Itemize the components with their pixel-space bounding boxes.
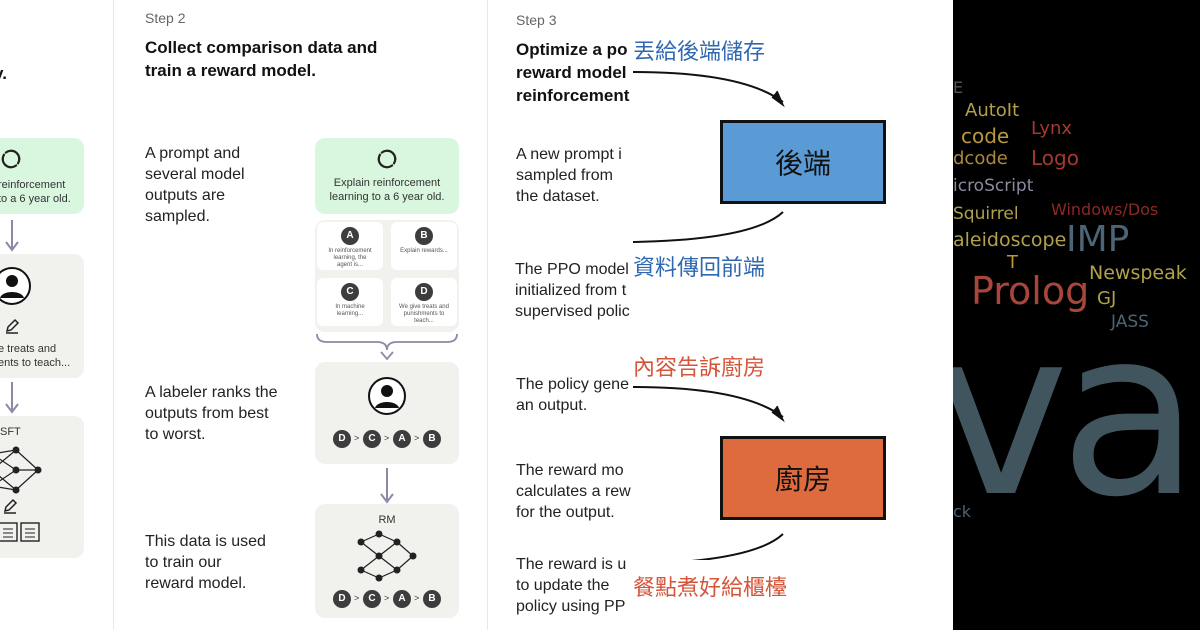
wordcloud-word: aleidoscope	[953, 229, 1067, 251]
rank-sep: >	[384, 433, 390, 443]
step1-prompt-text: reinforcement to a 6 year old.	[0, 179, 71, 205]
wordcloud-word: Windows/Dos	[1051, 200, 1159, 219]
step2-panel: Step 2 Collect comparison data and train…	[113, 0, 487, 630]
output-b: B Explain rewards...	[391, 222, 457, 270]
wordcloud-word: Lynx	[1031, 118, 1073, 139]
ranking-row: D > C > A > B	[333, 430, 443, 448]
step3-panel: Step 3 Optimize a po reward model reinfo…	[487, 0, 953, 630]
output-text: In reinforcement learning, the agent is.…	[328, 248, 372, 268]
output-badge: A	[341, 227, 359, 245]
step1-prompt-card: reinforcement to a 6 year old.	[0, 138, 84, 214]
rank-badge: D	[333, 430, 351, 448]
label-tell-kitchen: 內容告訴廚房	[633, 356, 766, 382]
backend-box: 後端	[720, 120, 886, 204]
step3-desc-update: The reward is u to update the policy usi…	[516, 556, 627, 615]
rank-badge: B	[423, 590, 441, 608]
label-send-backend: 丟給後端儲存	[633, 40, 766, 66]
wordcloud-word: Newspeak	[1089, 262, 1187, 284]
wordcloud-word: Prolog	[971, 269, 1090, 313]
step2-title: Collect comparison data and train a rewa…	[145, 38, 378, 80]
output-text: We give treats and punishments to teach.…	[399, 304, 449, 324]
wordcloud-word: ck	[953, 502, 972, 521]
label-cook-counter: 餐點煮好給櫃檯	[633, 576, 788, 602]
step2-label: Step 2	[145, 10, 186, 26]
step3-title: Optimize a po reward model reinforcement	[516, 40, 630, 105]
output-d: D We give treats and punishments to teac…	[391, 278, 457, 326]
person-icon	[0, 267, 31, 305]
wordcloud-word: IMP	[1066, 219, 1130, 260]
wordcloud-word: T	[1007, 252, 1018, 273]
person-icon	[368, 377, 406, 415]
rank-badge: D	[333, 590, 351, 608]
wordcloud-word: icroScript	[953, 176, 1034, 196]
wordcloud-word: Squirrel	[953, 204, 1019, 224]
neural-network-icon	[0, 446, 42, 494]
rank-sep: >	[354, 433, 360, 443]
rm-label: RM	[378, 514, 396, 526]
overlay-canvas	[633, 0, 953, 630]
output-badge: D	[415, 283, 433, 301]
sft-label: SFT	[0, 426, 21, 438]
step2-prompt-card: Explain reinforcement learning to a 6 ye…	[315, 138, 459, 214]
step2-prompt-text: Explain reinforcement learning to a 6 ye…	[329, 177, 445, 203]
arrow-down-icon	[5, 382, 19, 414]
label-return-frontend: 資料傳回前端	[633, 256, 766, 282]
step3-desc-prompt: A new prompt i sampled from the dataset.	[516, 146, 622, 205]
step1-demo-card: e treats and ents to teach...	[0, 254, 84, 378]
rank-badge: A	[393, 590, 411, 608]
output-badge: B	[415, 227, 433, 245]
rank-badge: B	[423, 430, 441, 448]
wordcloud-word: JASS	[1111, 312, 1149, 332]
step2-rank-card: D > C > A > B	[315, 362, 459, 464]
wordcloud-word: va	[953, 281, 1200, 548]
rank-badge: C	[363, 590, 381, 608]
step1-demo-text: e treats and ents to teach...	[0, 343, 71, 369]
pencil-icon	[3, 498, 18, 514]
wordcloud-word: AutoIt	[965, 100, 1020, 121]
arrow-down-icon	[5, 220, 19, 252]
step2-rm-card: RM D > C > A > B	[315, 504, 459, 618]
pencil-icon	[5, 318, 20, 334]
kitchen-box: 廚房	[720, 436, 886, 520]
rank-sep: >	[354, 593, 360, 603]
step3-desc-policy: The policy gene an output.	[516, 376, 629, 414]
output-text: Explain rewards...	[400, 248, 448, 254]
step1-title: y.	[0, 64, 7, 83]
output-badge: C	[341, 283, 359, 301]
brace-connector	[316, 333, 458, 360]
step2-desc-train: This data is used to train our reward mo…	[145, 533, 266, 592]
flow-arrows	[633, 71, 785, 560]
wordcloud-word: GJ	[1097, 288, 1117, 309]
step2-desc-rank: A labeler ranks the outputs from best to…	[145, 384, 278, 443]
neural-network-icon	[357, 530, 417, 582]
rank-sep: >	[414, 593, 420, 603]
wordcloud-word: code	[961, 124, 1010, 148]
step3-desc-ppo: The PPO model initialized from t supervi…	[515, 261, 630, 320]
output-text: In machine learning...	[335, 304, 365, 317]
refresh-icon	[377, 149, 397, 169]
wordcloud-panel: E AutoIt code Lynx dcode Logo icroScript…	[953, 0, 1200, 630]
step3-label: Step 3	[516, 12, 557, 28]
ranking-row: D > C > A > B	[333, 590, 443, 608]
rank-badge: C	[363, 430, 381, 448]
step3-desc-reward: The reward mo calculates a rew for the o…	[516, 462, 631, 521]
step2-outputs-card: A In reinforcement learning, the agent i…	[315, 220, 459, 332]
arrow-down-icon	[380, 468, 394, 504]
output-a: A In reinforcement learning, the agent i…	[317, 222, 383, 270]
wordcloud-word: E	[953, 78, 964, 97]
wordcloud-word: Logo	[1031, 146, 1079, 170]
step1-model-card: SFT	[0, 416, 84, 558]
rank-badge: A	[393, 430, 411, 448]
documents-icon	[0, 522, 40, 542]
step2-desc-sample: A prompt and several model outputs are s…	[145, 145, 245, 225]
wordcloud-word: dcode	[953, 148, 1008, 169]
rank-sep: >	[414, 433, 420, 443]
step1-panel: y. reinforcement to a 6 year old. e trea…	[0, 0, 113, 630]
refresh-icon	[1, 149, 21, 169]
output-c: C In machine learning...	[317, 278, 383, 326]
rank-sep: >	[384, 593, 390, 603]
